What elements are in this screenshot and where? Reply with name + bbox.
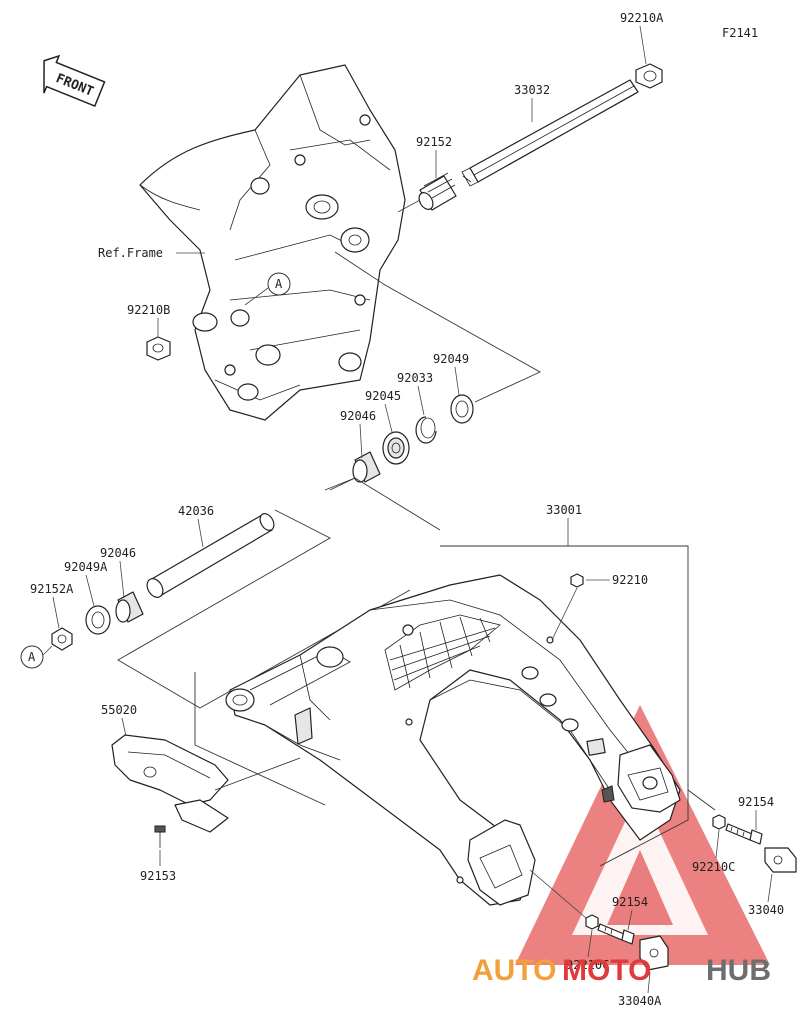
watermark-hub: HUB — [706, 954, 771, 987]
part-92045 — [382, 431, 410, 465]
label-92210A: 92210A — [620, 11, 664, 25]
label-92153: 92153 — [140, 869, 176, 883]
part-92210B — [146, 336, 171, 361]
part-92152 — [418, 172, 457, 211]
watermark-moto: MOTO — [562, 954, 651, 987]
label-92049: 92049 — [433, 352, 469, 366]
front-arrow-icon: FRONT — [43, 54, 106, 108]
part-33032 — [461, 79, 639, 187]
label-92210: 92210 — [612, 573, 648, 587]
label-92210C-bottom: 92210C — [566, 958, 609, 972]
part-33001-swingarm — [225, 574, 681, 906]
label-92046-left: 92046 — [100, 546, 136, 560]
part-33040A — [639, 935, 669, 971]
label-33040: 33040 — [748, 903, 784, 917]
part-92154-right — [725, 823, 763, 845]
label-33040A: 33040A — [618, 994, 662, 1008]
part-92210A — [635, 63, 663, 89]
label-92154-right: 92154 — [738, 795, 774, 809]
part-92210C-right — [712, 814, 726, 830]
part-92154-bottom — [597, 923, 635, 945]
watermark-text: AUTO MOTO HUB — [472, 954, 771, 987]
label-92152A: 92152A — [30, 582, 74, 596]
part-92049A — [85, 605, 111, 635]
label-42036: 42036 — [178, 504, 214, 518]
figure-code: F2141 — [722, 26, 758, 40]
part-92046-left — [115, 591, 144, 623]
label-92049A: 92049A — [64, 560, 108, 574]
label-92210C-right: 92210C — [692, 860, 735, 874]
part-92046 — [352, 451, 381, 483]
ref-frame-label: Ref.Frame — [98, 246, 163, 260]
label-92154-bottom: 92154 — [612, 895, 648, 909]
label-33001: 33001 — [546, 503, 582, 517]
part-55020 — [111, 734, 229, 833]
frame-drawing — [139, 64, 406, 421]
swingarm-mesh — [384, 614, 501, 691]
callout-a-frame: A — [244, 272, 291, 306]
part-33040 — [764, 847, 797, 873]
label-92152: 92152 — [416, 135, 452, 149]
watermark-auto: AUTO — [472, 954, 556, 987]
part-92049 — [450, 394, 474, 424]
part-92152A — [51, 627, 73, 651]
callout-a-left: A — [20, 645, 53, 669]
label-55020: 55020 — [101, 703, 137, 717]
part-92153 — [154, 825, 166, 848]
label-92210B: 92210B — [127, 303, 170, 317]
part-92210C-bottom — [585, 914, 599, 930]
label-92045: 92045 — [365, 389, 401, 403]
part-92033 — [415, 416, 437, 444]
part-92210 — [570, 573, 584, 588]
label-92033: 92033 — [397, 371, 433, 385]
label-92046: 92046 — [340, 409, 376, 423]
svg-text:A: A — [28, 650, 36, 664]
part-42036 — [146, 513, 275, 598]
svg-text:A: A — [275, 277, 283, 291]
label-33032: 33032 — [514, 83, 550, 97]
watermark-triangle-core — [607, 850, 673, 925]
